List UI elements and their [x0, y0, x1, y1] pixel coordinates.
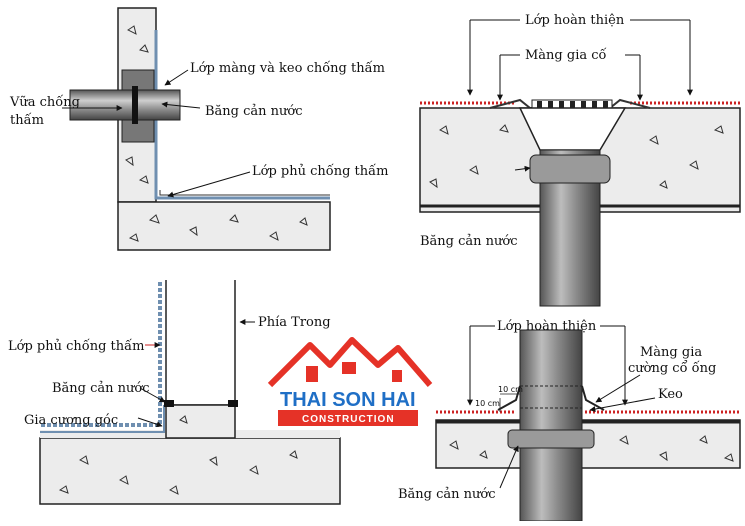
waterstop-collar-br — [507, 429, 595, 449]
label-mortar-line2: thấm — [10, 112, 44, 128]
slab-bottom-left — [39, 437, 341, 505]
label-reinforce-tr: Màng gia cố — [525, 47, 607, 63]
label-glue-br: Keo — [658, 387, 683, 402]
vertical-pipe-br — [519, 329, 583, 522]
coating-layer-bl — [40, 282, 162, 427]
label-finish-tr: Lớp hoàn thiện — [525, 13, 625, 28]
logo-name: THAI SON HAI — [280, 389, 416, 411]
label-mortar-line1: Vữa chống — [9, 94, 80, 110]
label-coating-bl: Lớp phủ chống thấm — [8, 338, 144, 354]
label-reinforce-br-1: Màng gia — [640, 345, 702, 360]
waterstop-collar-tr — [529, 154, 611, 184]
label-dim-v: 10 cm — [475, 399, 500, 408]
logo-tagline: CONSTRUCTION — [302, 414, 395, 425]
label-coating-tl: Lớp phủ chống thấm — [252, 163, 388, 179]
panel-wall-floor-corner: Lớp phủ chống thấm Băng cản nước Gia cươ… — [8, 280, 341, 505]
label-membrane-glue: Lớp màng và keo chống thấm — [190, 60, 385, 76]
coating-layer — [154, 30, 330, 200]
logo-house-icon — [267, 337, 433, 388]
label-corner-bl: Gia cương góc — [24, 413, 118, 428]
horizontal-pipe — [69, 89, 181, 121]
label-inside-bl: Phía Trong — [258, 315, 331, 330]
label-waterstop-br: Băng cản nước — [398, 487, 496, 502]
label-waterstop-tr: Băng cản nước — [420, 234, 518, 249]
floor-slab — [117, 201, 331, 251]
panel-wall-penetration: Lớp màng và keo chống thấm Vữa chống thấ… — [9, 7, 388, 251]
label-reinforce-br-2: cường cổ ống — [628, 360, 716, 376]
label-waterstop-tl: Băng cản nước — [205, 104, 303, 119]
panel-floor-drain: Lớp hoàn thiện Màng gia cố Băng cản nước — [419, 13, 741, 307]
label-waterstop-bl: Băng cản nước — [52, 381, 150, 396]
panel-pipe-collar: 10 cm 10 cm Lớp hoàn thiện Màng gia cườn… — [398, 319, 741, 522]
logo: THAI SON HAI CONSTRUCTION — [267, 337, 433, 426]
label-finish-br: Lớp hoàn thiện — [497, 319, 597, 334]
label-dim-h: 10 cm — [498, 385, 523, 394]
